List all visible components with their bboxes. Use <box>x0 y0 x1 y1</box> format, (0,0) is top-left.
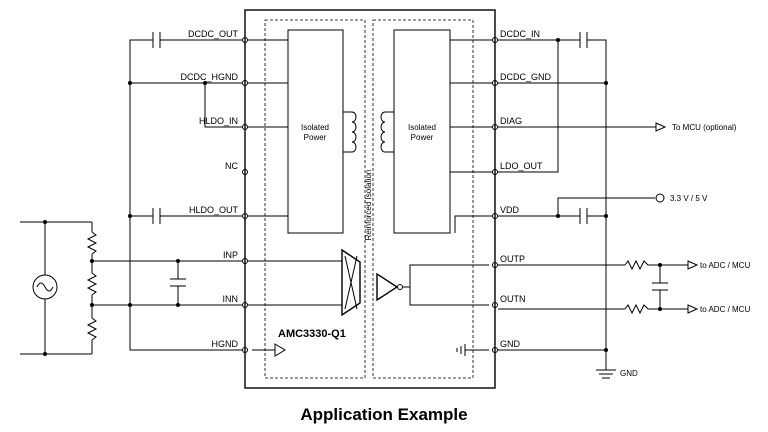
buffer-icon <box>376 264 489 306</box>
outn-net-label: to ADC / MCU <box>700 305 750 314</box>
left-internal-wires <box>248 39 342 306</box>
ground-icon <box>596 369 616 379</box>
diag-arrow-icon <box>655 122 667 132</box>
pin-inn: INN <box>223 294 239 304</box>
left-power-label-1: Isolated <box>301 123 329 132</box>
modulator-icon <box>341 248 361 317</box>
pin-dcdc-in: DCDC_IN <box>500 29 540 39</box>
hgnd-icon <box>274 343 286 357</box>
right-power-label-2: Power <box>411 133 434 142</box>
pin-inp: INP <box>223 250 238 260</box>
right-internal-wires <box>450 39 492 233</box>
right-power-label-1: Isolated <box>408 123 436 132</box>
supply-net-label: 3.3 V / 5 V <box>670 194 708 203</box>
right-die-outline <box>372 19 474 379</box>
pin-gnd: GND <box>500 339 521 349</box>
outp-net-label: to ADC / MCU <box>700 261 750 270</box>
divider-network <box>43 220 98 356</box>
right-external-wires <box>498 32 699 370</box>
pin-nc: NC <box>225 161 238 171</box>
diag-net-label: To MCU (optional) <box>672 123 737 132</box>
ac-source-icon <box>32 274 58 300</box>
pin-diag: DIAG <box>500 116 522 126</box>
pin-outp: OUTP <box>500 254 525 264</box>
reinforced-isolation-label: Reinforced Isolation <box>364 170 373 241</box>
pin-dcdc-out: DCDC_OUT <box>188 29 239 39</box>
pin-hldo-out: HLDO_OUT <box>189 205 239 215</box>
internal-ground-icon <box>456 344 489 356</box>
pin-dcdc-hgnd: DCDC_HGND <box>180 72 238 82</box>
gnd-net-label: GND <box>620 369 638 378</box>
supply-terminal-icon <box>655 193 665 203</box>
pin-hldo-in: HLDO_IN <box>199 116 238 126</box>
left-isolated-power-block <box>287 29 344 234</box>
left-power-label-2: Power <box>304 133 327 142</box>
pin-ldo-out: LDO_OUT <box>500 161 543 171</box>
pin-dcdc-gnd: DCDC_GND <box>500 72 552 82</box>
part-number: AMC3330-Q1 <box>278 328 346 340</box>
transformer-icon <box>343 111 394 153</box>
left-pin-group <box>242 37 248 353</box>
left-external-wires <box>90 32 242 351</box>
pin-vdd: VDD <box>500 205 520 215</box>
right-isolated-power-block <box>393 29 451 234</box>
figure-caption: Application Example <box>300 405 467 424</box>
pin-outn: OUTN <box>500 294 526 304</box>
left-die-outline <box>264 19 366 379</box>
ic-body <box>244 9 496 389</box>
pin-hgnd: HGND <box>212 339 239 349</box>
right-pin-group <box>492 37 498 353</box>
